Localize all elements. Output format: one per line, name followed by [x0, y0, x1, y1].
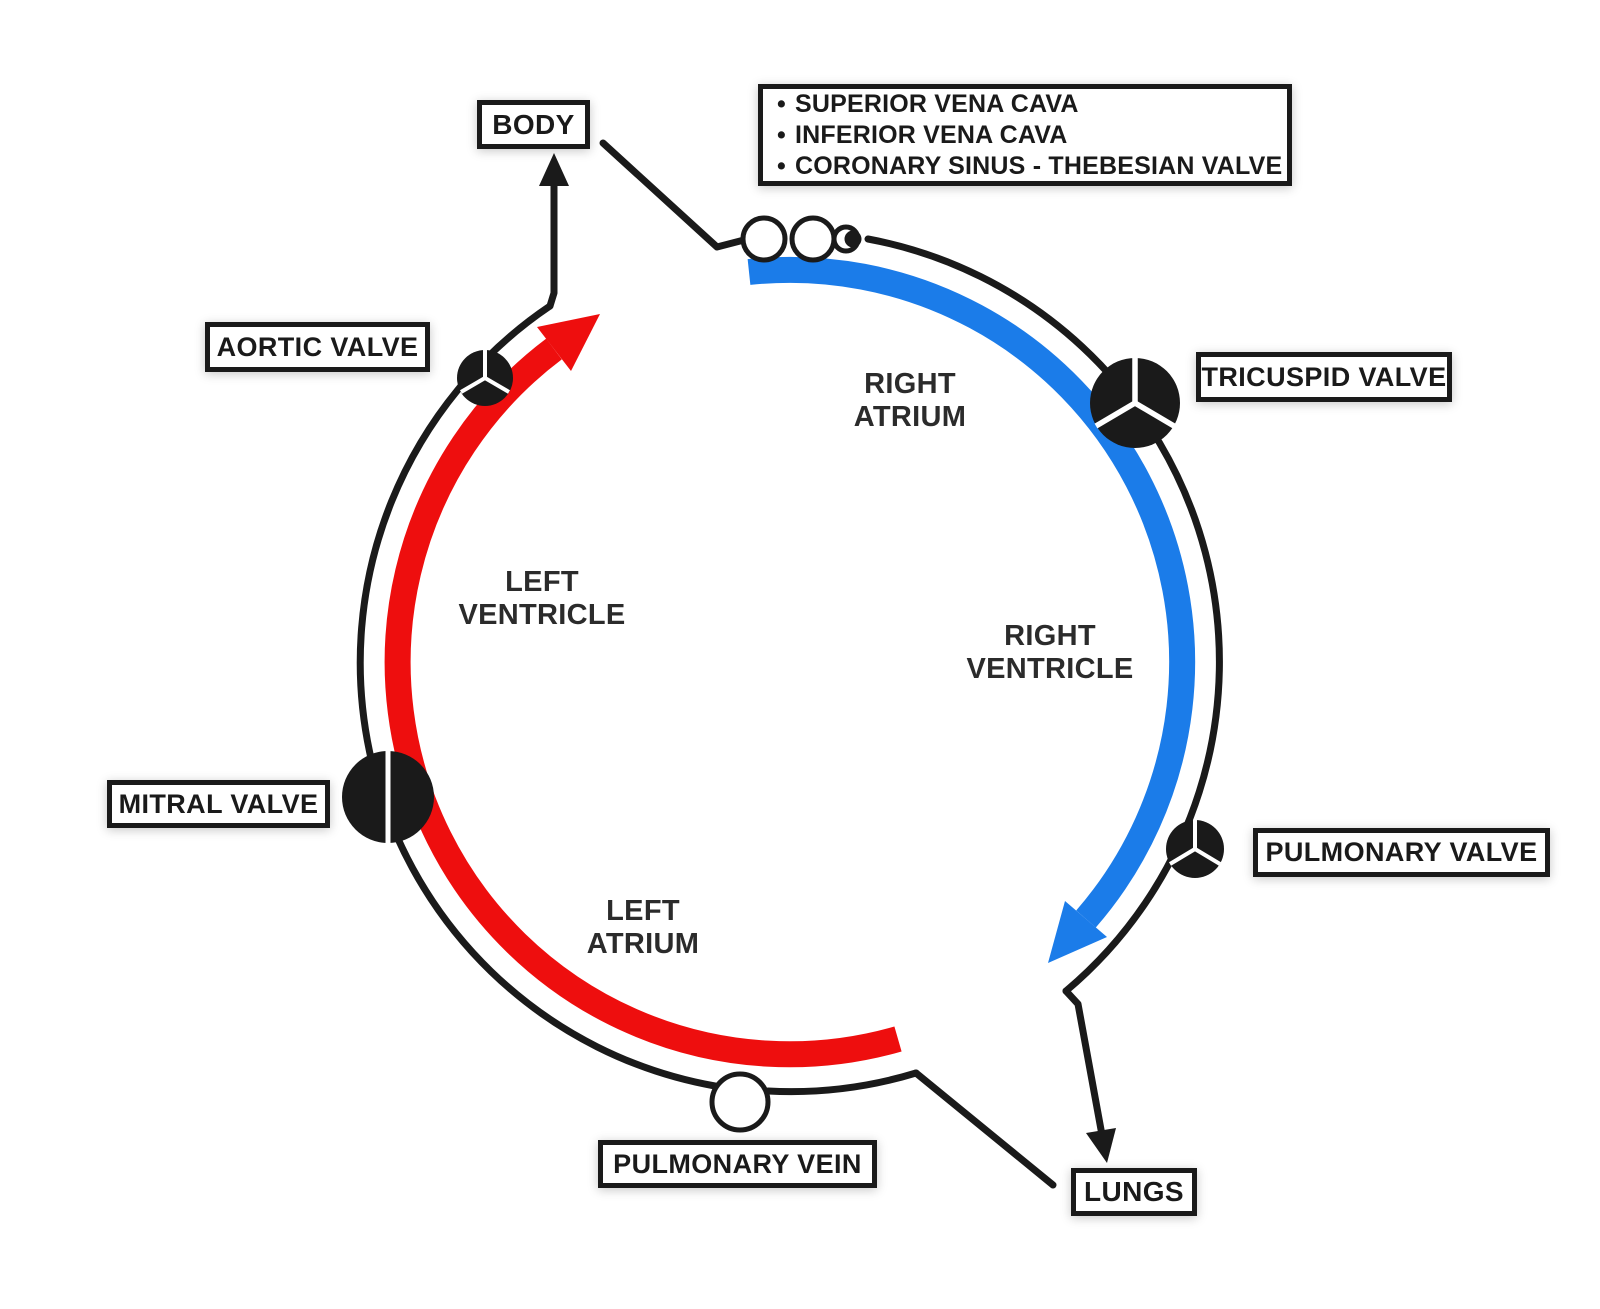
circle-arc-right [864, 235, 1223, 995]
circle-arc-bottom [764, 1069, 920, 1096]
body-arrow-shaft [546, 179, 558, 310]
pulmonary-vein-circle-icon [709, 1071, 771, 1133]
info-item-label: INFERIOR VENA CAVA [794, 120, 1068, 149]
body-label-box: BODY [477, 100, 590, 149]
lungs-return-line [912, 1069, 1057, 1189]
lungs-label-box: LUNGS [1071, 1168, 1197, 1216]
blue-flow-arrowhead-icon [1048, 901, 1107, 963]
lungs-arrowhead-icon [1086, 1128, 1116, 1163]
pulmonary-valve-label-box: PULMONARY VALVE [1253, 828, 1550, 877]
lungs-arrow-shaft [1062, 987, 1106, 1139]
body-to-vena-cava-line [599, 139, 748, 251]
right-ventricle-label: RIGHT VENTRICLE [966, 620, 1134, 685]
bullet-icon: • [777, 89, 786, 118]
circle-arc-left [356, 302, 719, 1090]
bullet-icon: • [777, 151, 786, 180]
info-item-inferior-vena-cava: • INFERIOR VENA CAVA [777, 120, 1273, 151]
info-item-coronary-sinus: • CORONARY SINUS - THEBESIAN VALVE [777, 151, 1282, 182]
tricuspid-valve-icon [1090, 358, 1180, 448]
vena-cava-info-box: • SUPERIOR VENA CAVA • INFERIOR VENA CAV… [758, 84, 1292, 186]
red-flow-arrowhead-icon [537, 314, 600, 371]
red-oxygenated-flow-arc [384, 338, 902, 1068]
coronary-sinus-thebesian-valve-icon [831, 224, 862, 254]
info-item-superior-vena-cava: • SUPERIOR VENA CAVA [777, 89, 1273, 120]
mitral-valve-icon [342, 751, 434, 843]
right-atrium-label: RIGHT ATRIUM [853, 368, 967, 433]
aortic-valve-icon [457, 350, 513, 406]
info-item-label: SUPERIOR VENA CAVA [794, 89, 1079, 118]
inferior-vena-cava-circle-icon [789, 215, 837, 263]
pulmonary-vein-label-box: PULMONARY VEIN [598, 1140, 877, 1188]
left-atrium-label: LEFT ATRIUM [586, 895, 700, 960]
body-arrowhead-icon [539, 153, 569, 186]
pulmonary-valve-icon [1166, 820, 1224, 878]
info-item-label: CORONARY SINUS - THEBESIAN VALVE [794, 151, 1283, 180]
bullet-icon: • [777, 120, 786, 149]
mitral-valve-label-box: MITRAL VALVE [107, 780, 330, 828]
left-ventricle-label: LEFT VENTRICLE [458, 566, 626, 631]
tricuspid-valve-label-box: TRICUSPID VALVE [1196, 352, 1452, 402]
aortic-valve-label-box: AORTIC VALVE [205, 322, 430, 372]
blue-deoxygenated-flow-arc [747, 256, 1196, 928]
superior-vena-cava-circle-icon [740, 215, 788, 263]
main-circulation-circle [356, 139, 1223, 1189]
